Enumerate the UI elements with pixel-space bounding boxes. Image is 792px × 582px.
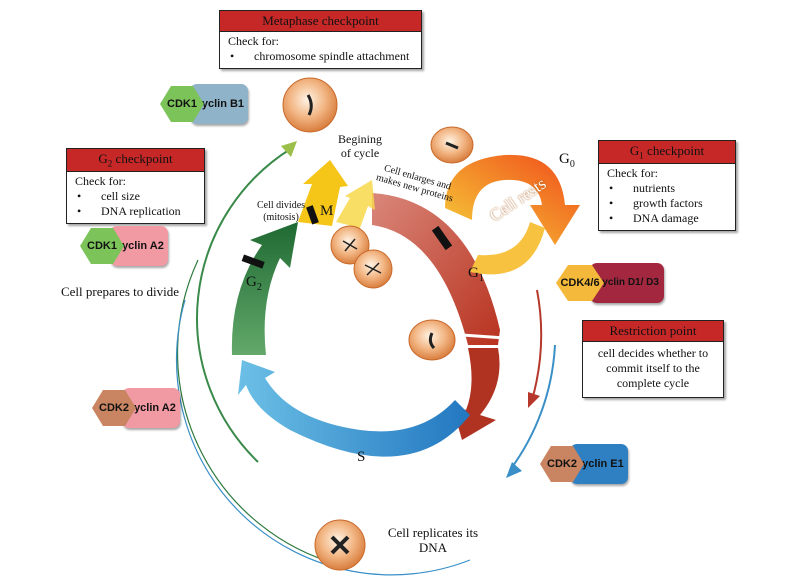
restriction-point-title: Restriction point [583,321,723,342]
g2-checkpoint-title: G2 checkpoint [67,149,204,172]
cell-bottom [314,519,366,571]
g0-loop-inner [470,222,545,275]
metaphase-item: chromosome spindle attachment [228,49,415,64]
outer-blue-long-line [175,299,471,576]
restriction-point-text: cell decides whether to commit itself to… [597,346,709,390]
outer-blue-arrowhead [506,462,522,478]
cell-g1-lower [408,319,456,361]
phase-s-label: S [357,449,366,465]
phase-g1-label: G1 [468,265,484,285]
g1-checkpoint-bar [431,225,453,251]
cdk1-hexagon: CDK1 [80,228,124,264]
cdk2-cyclin-a2-complex: Cyclin A2 CDK2 [92,388,182,428]
g1-item: nutrients [607,181,729,196]
cdk1-cyclin-a2-complex: Cyclin A2 CDK1 [80,226,170,266]
g2-checkpoint-box: G2 checkpoint Check for: cell size DNA r… [66,148,205,224]
g1-checkpoint-title: G1 checkpoint [599,141,735,164]
g2-checkpoint-bar [241,254,265,269]
m-checkpoint-bar [306,205,319,225]
outer-red-arrow-line [531,289,543,401]
outer-teal-arrow-line [509,344,556,471]
cell-dividing [330,225,393,289]
restriction-point-box: Restriction point cell decides whether t… [582,320,724,398]
g2-arc [231,222,298,355]
g2-item: cell size [75,189,198,204]
g1-checkpoint-box: G1 checkpoint Check for: nutrients growt… [598,140,736,231]
m-arrow-right [336,180,375,228]
metaphase-check-label: Check for: [228,34,279,48]
cdk46-cyclin-d-complex: Cyclin D1/ D3 CDK4/6 [556,263,666,303]
g1-item: DNA damage [607,211,729,226]
outer-green-arrowhead [281,141,297,157]
s-arc [238,360,470,457]
restriction-break [461,333,506,340]
phase-g2-label: G2 [246,274,262,294]
cdk2-cyclin-e1-complex: Cyclin E1 CDK2 [540,444,630,484]
g1-arc [372,193,500,345]
cdk1-cyclin-b1-complex: Cyclin B1 CDK1 [160,84,250,124]
metaphase-checkpoint-box: Metaphase checkpoint Check for: chromoso… [219,10,422,69]
outer-red-arrowhead [528,392,540,408]
phase-m-label: M [320,203,334,219]
cell-replicates-label: Cell replicates its DNA [387,525,479,555]
g1-item: growth factors [607,196,729,211]
beginning-of-cycle-label: Begining of cycle [338,132,382,160]
outer-green-arrow-line [196,147,293,463]
cdk46-hexagon: CDK4/6 [556,265,604,301]
cell-g1-upper [430,126,474,164]
metaphase-checkpoint-title: Metaphase checkpoint [220,11,421,32]
g2-item: DNA replication [75,204,198,219]
cell-divides-label: Cell divides (mitosis) [256,200,306,223]
g0-loop-arrow [445,154,580,245]
g2-check-label: Check for: [75,173,126,188]
cell-prepares-label: Cell prepares to divide [60,284,180,299]
phase-g0-label: G0 [559,151,575,171]
g1-check-label: Check for: [607,165,658,180]
cell-top [282,77,338,133]
